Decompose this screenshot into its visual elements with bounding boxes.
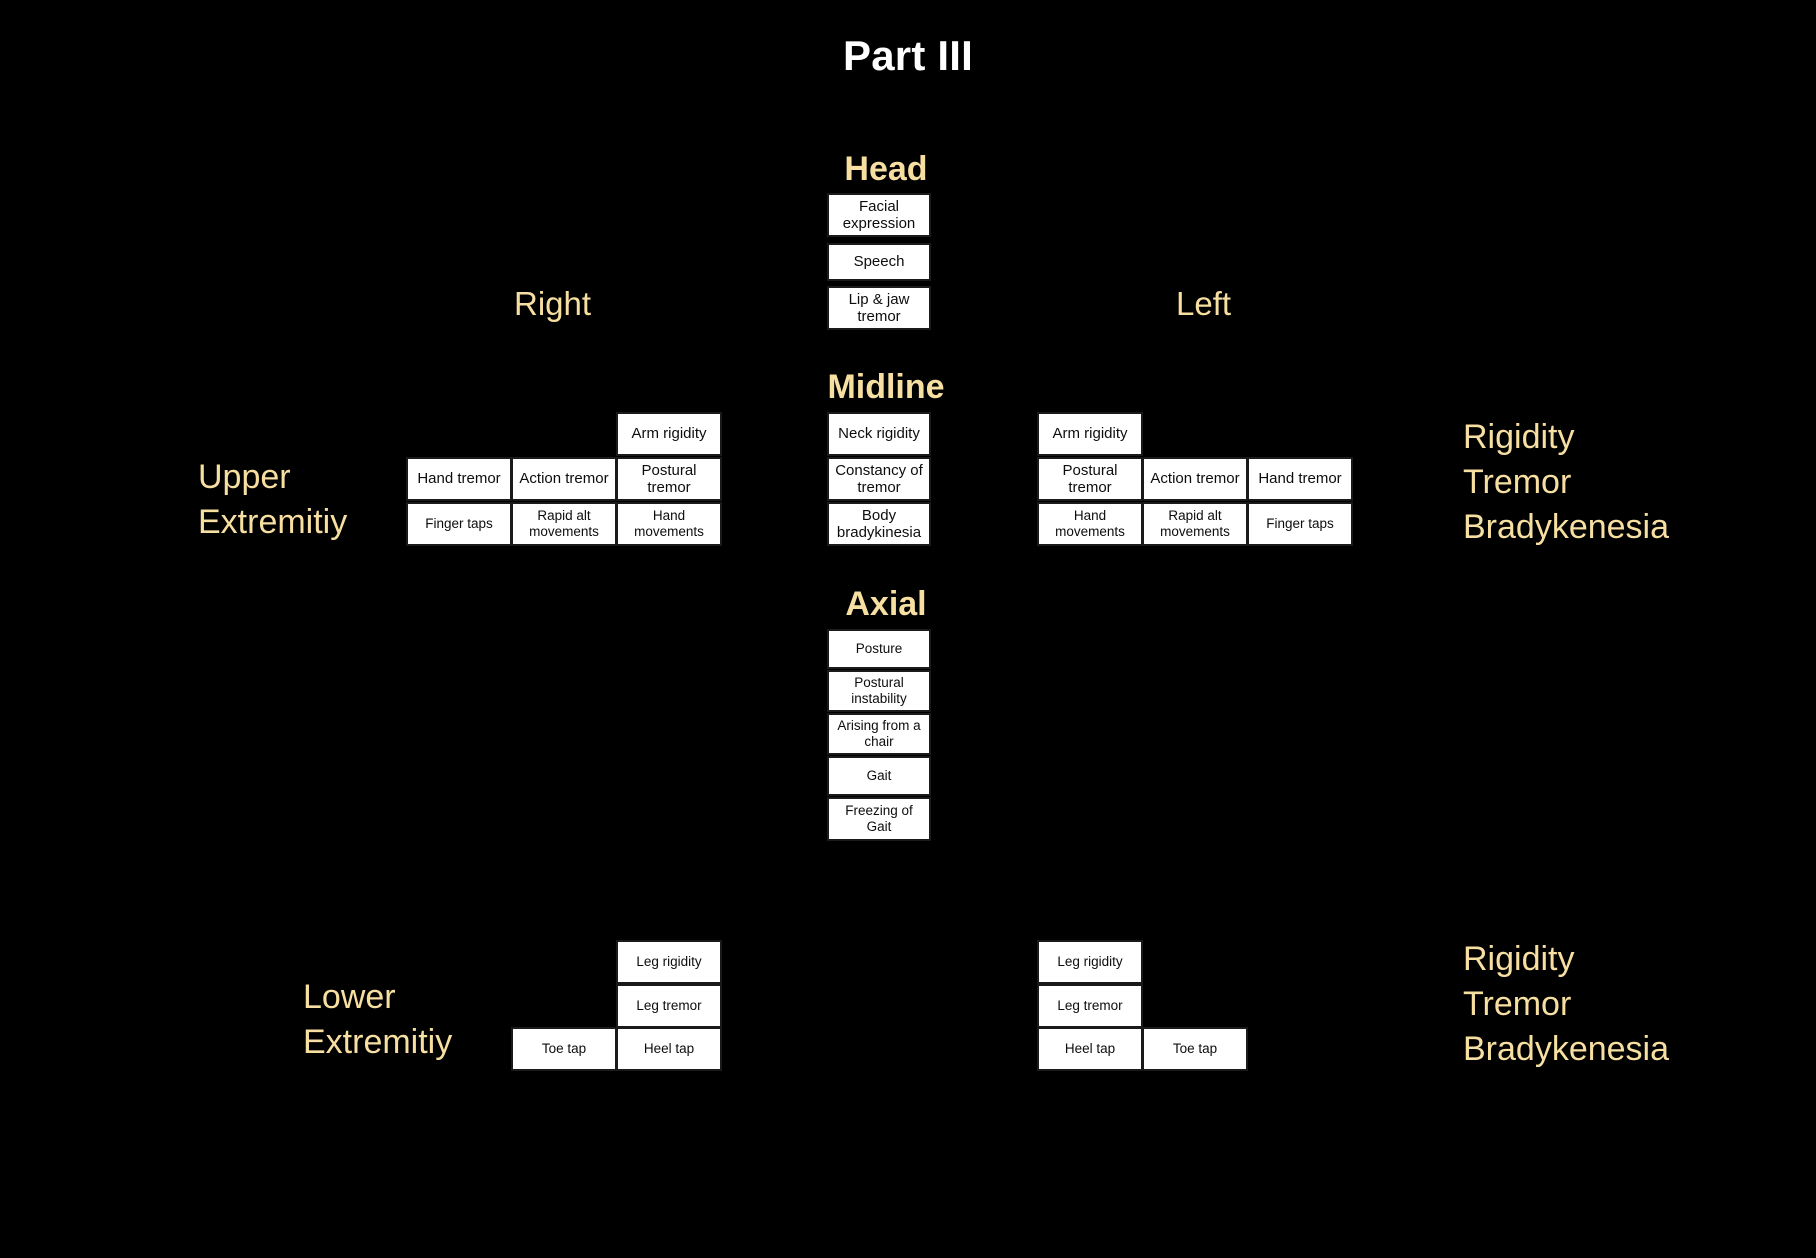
box-right-leg-tremor[interactable]: Leg tremor — [616, 984, 722, 1028]
box-neck-rigidity[interactable]: Neck rigidity — [827, 412, 931, 456]
box-left-leg-rigidity[interactable]: Leg rigidity — [1037, 940, 1143, 984]
box-freezing-of-gait[interactable]: Freezing of Gait — [827, 797, 931, 841]
box-left-hand-movements[interactable]: Hand movements — [1037, 502, 1143, 546]
domain-label-lower-rigidity: Rigidity — [1463, 940, 1575, 978]
box-left-postural-tremor[interactable]: Postural tremor — [1037, 457, 1143, 501]
row-label-lower-line1: Lower — [303, 978, 396, 1016]
box-left-arm-rigidity[interactable]: Arm rigidity — [1037, 412, 1143, 456]
box-left-heel-tap[interactable]: Heel tap — [1037, 1027, 1143, 1071]
row-label-lower-line2: Extremitiy — [303, 1022, 453, 1061]
box-arising-from-a-chair[interactable]: Arising from a chair — [827, 713, 931, 755]
box-constancy-of-tremor[interactable]: Constancy of tremor — [827, 457, 931, 501]
box-right-arm-rigidity[interactable]: Arm rigidity — [616, 412, 722, 456]
row-label-upper-extremity: Upper Extremitiy — [198, 455, 347, 545]
box-speech[interactable]: Speech — [827, 243, 931, 281]
box-posture[interactable]: Posture — [827, 629, 931, 669]
box-left-finger-taps[interactable]: Finger taps — [1247, 502, 1353, 546]
section-heading-head: Head — [844, 150, 928, 188]
box-body-bradykinesia[interactable]: Body bradykinesia — [827, 502, 931, 546]
box-right-postural-tremor[interactable]: Postural tremor — [616, 457, 722, 501]
row-label-upper-line1: Upper — [198, 458, 291, 496]
section-heading-axial: Axial — [845, 585, 927, 623]
domain-label-upper-rigidity: Rigidity — [1463, 418, 1575, 456]
box-right-leg-rigidity[interactable]: Leg rigidity — [616, 940, 722, 984]
side-label-left: Left — [1176, 285, 1232, 322]
box-right-hand-tremor[interactable]: Hand tremor — [406, 457, 512, 501]
box-facial-expression[interactable]: Facial expression — [827, 193, 931, 237]
domain-label-upper-tremor: Tremor — [1463, 462, 1572, 501]
box-left-action-tremor[interactable]: Action tremor — [1142, 457, 1248, 501]
box-left-rapid-alt-movements[interactable]: Rapid alt movements — [1142, 502, 1248, 546]
row-label-lower-extremity: Lower Extremitiy — [303, 975, 452, 1065]
box-left-toe-tap[interactable]: Toe tap — [1142, 1027, 1248, 1071]
box-right-action-tremor[interactable]: Action tremor — [511, 457, 617, 501]
box-right-finger-taps[interactable]: Finger taps — [406, 502, 512, 546]
box-right-toe-tap[interactable]: Toe tap — [511, 1027, 617, 1071]
box-gait[interactable]: Gait — [827, 756, 931, 796]
box-lip-jaw-tremor[interactable]: Lip & jaw tremor — [827, 286, 931, 330]
domain-label-lower: Rigidity Tremor Bradykenesia — [1463, 937, 1669, 1072]
domain-label-upper: Rigidity Tremor Bradykenesia — [1463, 415, 1669, 550]
box-right-hand-movements[interactable]: Hand movements — [616, 502, 722, 546]
domain-label-upper-bradykenesia: Bradykenesia — [1463, 507, 1670, 546]
box-postural-instability[interactable]: Postural instability — [827, 670, 931, 712]
box-right-heel-tap[interactable]: Heel tap — [616, 1027, 722, 1071]
box-left-hand-tremor[interactable]: Hand tremor — [1247, 457, 1353, 501]
box-left-leg-tremor[interactable]: Leg tremor — [1037, 984, 1143, 1028]
side-label-right: Right — [514, 285, 592, 322]
domain-label-lower-bradykenesia: Bradykenesia — [1463, 1029, 1670, 1068]
section-heading-midline: Midline — [827, 368, 945, 406]
box-right-rapid-alt-movements[interactable]: Rapid alt movements — [511, 502, 617, 546]
page-title: Part III — [843, 32, 973, 79]
row-label-upper-line2: Extremitiy — [198, 502, 348, 541]
domain-label-lower-tremor: Tremor — [1463, 984, 1572, 1023]
